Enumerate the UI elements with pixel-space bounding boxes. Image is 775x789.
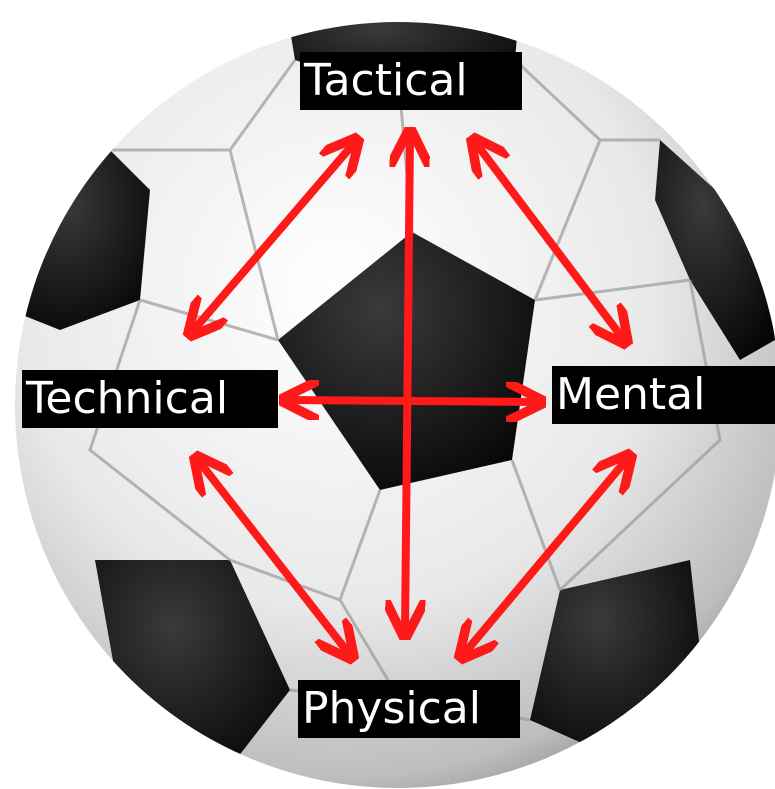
label-technical: Technical: [22, 370, 278, 428]
arrow-technical-mental: [287, 400, 538, 402]
label-tactical: Tactical: [300, 52, 522, 110]
label-mental: Mental: [552, 366, 775, 424]
left-black-patch: [10, 150, 150, 330]
label-physical: Physical: [298, 680, 520, 738]
arrow-tactical-physical: [405, 135, 410, 632]
